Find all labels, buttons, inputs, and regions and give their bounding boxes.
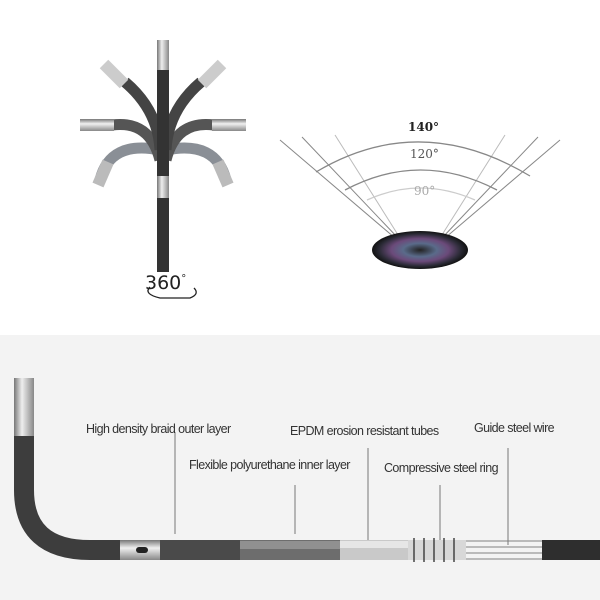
camera-lens <box>372 231 468 269</box>
rotate-arrow-icon <box>147 286 197 299</box>
rotation-value: 360 <box>145 272 182 294</box>
fov-120-label: 120° <box>410 147 439 161</box>
fov-90-label: 90° <box>414 184 436 198</box>
field-of-view-illustration <box>279 134 561 269</box>
label-guide-steel-wire: Guide steel wire <box>474 421 555 435</box>
label-polyurethane-inner-layer: Flexible polyurethane inner layer <box>189 458 350 472</box>
degree-mark: ° <box>181 273 187 285</box>
label-steel-ring: Compressive steel ring <box>384 461 499 475</box>
fov-140-label: 140° <box>408 120 440 134</box>
articulation-illustration <box>80 40 246 299</box>
label-braid-outer-layer: High density braid outer layer <box>86 422 231 436</box>
rotation-label: 360° <box>145 272 186 294</box>
label-epdm-tubes: EPDM erosion resistant tubes <box>290 424 439 438</box>
cable-structure-illustration <box>14 378 600 562</box>
